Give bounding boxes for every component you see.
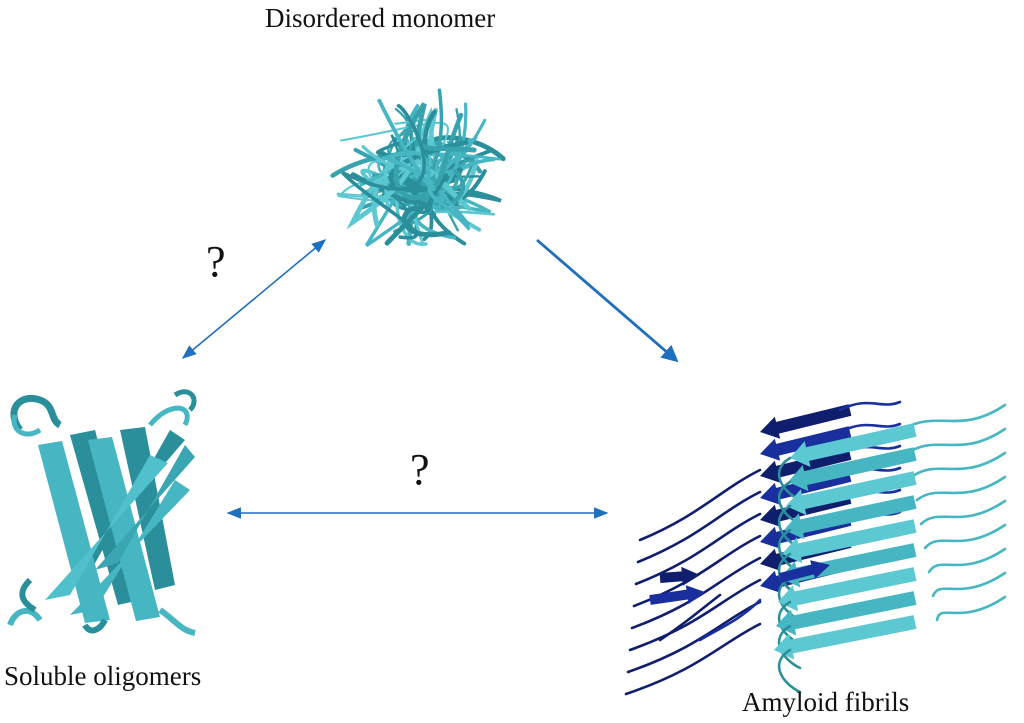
fibril-tail [634,512,762,586]
beta-strand [774,615,917,660]
beta-strand [778,560,830,583]
oligomer-fibril-question-mark: ? [410,445,430,494]
beta-strand [788,447,917,492]
beta-strand [782,519,917,564]
beta-strand [760,426,852,461]
fibril-tail [658,593,722,642]
fibril-tail [907,427,1007,454]
beta-strand [778,567,917,612]
fibril-tail [636,490,762,564]
coil-segment [393,102,477,201]
fibril-tail [624,622,762,696]
fibril-tail [903,403,1007,430]
fibril-tail [935,595,1007,622]
fibril-tail [628,578,762,652]
fibril-tail [923,523,1007,550]
fibril-tail [927,547,1007,574]
amyloid-fibril-structure [624,400,1007,696]
fibril-tail [638,468,762,542]
amyloid-fibrils-label: Amyloid fibrils [742,687,910,717]
fibril-tail [838,400,902,412]
fibril-tail [777,648,802,694]
soluble-oligomer-structure [7,389,197,636]
fibril-tail [698,598,762,642]
fibril-tail [919,499,1007,526]
beta-strand [659,566,700,586]
monomer-oligomer-arrow [181,239,327,359]
beta-strand [786,471,917,516]
beta-strand [780,543,917,588]
beta-strand [760,448,852,483]
fibril-tail [626,600,762,674]
beta-strand [790,423,917,467]
monomer-fibril-arrow [536,238,679,363]
monomer-oligomer-question-mark: ? [206,237,226,286]
soluble-oligomers-label: Soluble oligomers [4,661,202,691]
beta-strand [649,585,705,605]
fibril-tail [911,451,1007,478]
fibril-tail [915,475,1007,502]
coil-segment [341,104,426,240]
disordered-monomer-label: Disordered monomer [265,3,496,33]
beta-strand [776,591,917,636]
beta-strand [760,404,852,439]
beta-strand [784,495,917,540]
fibril-tail [630,556,762,630]
disordered-monomer-structure [330,88,506,248]
fibril-tail [931,571,1007,598]
fibril-tail [838,422,902,434]
